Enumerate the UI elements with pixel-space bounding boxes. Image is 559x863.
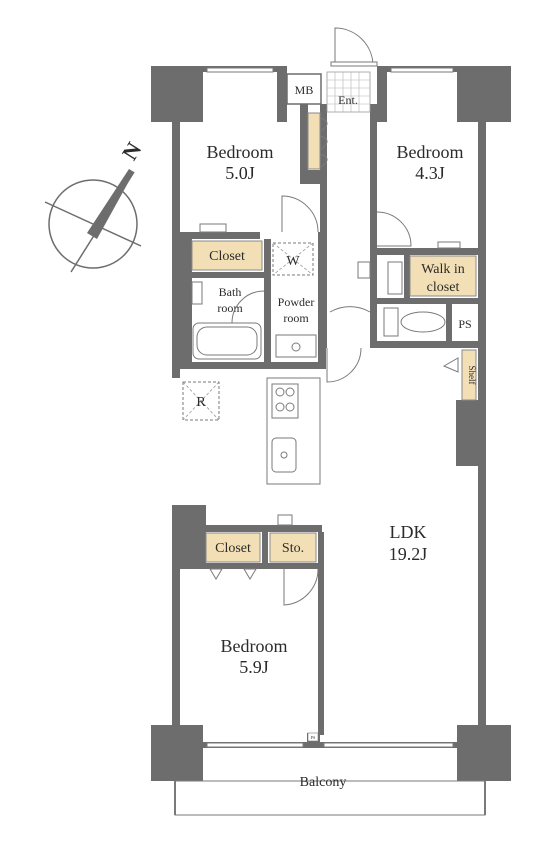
toilet-tank bbox=[383, 307, 399, 337]
bedroom-ne: Bedroom 4.3J bbox=[376, 142, 464, 249]
powder-label-1: Powder bbox=[278, 295, 315, 309]
toilet-room bbox=[383, 307, 446, 337]
bedroom-s-door bbox=[283, 568, 319, 606]
ldk-name: LDK bbox=[390, 522, 427, 542]
bedroom-s: Bedroom 5.9J bbox=[221, 568, 319, 677]
balcony-label: Balcony bbox=[300, 775, 347, 790]
north-label: N bbox=[117, 138, 147, 165]
fridge-label: R bbox=[196, 395, 206, 410]
wic-label-1: Walk in bbox=[421, 262, 465, 277]
bedroom-nw-name: Bedroom bbox=[207, 142, 274, 162]
ldk: LDK 19.2J bbox=[389, 522, 428, 564]
storage: Sto. bbox=[269, 514, 317, 563]
closet-top-label: Closet bbox=[209, 249, 245, 264]
ldk-size: 19.2J bbox=[389, 544, 428, 564]
kitchen-sink bbox=[271, 437, 297, 473]
bedroom-ne-size: 4.3J bbox=[415, 163, 445, 183]
bedroom-ne-wic-door bbox=[437, 241, 461, 249]
entrance-label: Ent. bbox=[338, 93, 358, 107]
bedroom-nw-door bbox=[281, 195, 319, 233]
wic-label-2: closet bbox=[427, 280, 460, 295]
washer-label: W bbox=[286, 254, 300, 269]
stove bbox=[271, 383, 299, 419]
balcony: Balcony bbox=[174, 775, 486, 816]
north-compass-icon: N bbox=[44, 138, 147, 273]
storage-label: Sto. bbox=[282, 541, 304, 556]
pipe-space-small: PS bbox=[307, 732, 319, 742]
vanity-sink bbox=[275, 334, 317, 358]
bedroom-ne-name: Bedroom bbox=[397, 142, 464, 162]
interior-walls bbox=[180, 104, 478, 735]
corridor-doors bbox=[326, 261, 371, 383]
windows bbox=[206, 67, 454, 748]
shelf-label: Shelf bbox=[467, 366, 477, 385]
bath-label-1: Bath bbox=[219, 285, 242, 299]
bedroom-ne-door bbox=[376, 211, 412, 247]
bathtub bbox=[192, 322, 262, 360]
bedroom-nw: Bedroom 5.0J bbox=[199, 142, 319, 233]
shoe-cabinet bbox=[307, 112, 328, 170]
shelf: Shelf bbox=[442, 349, 477, 401]
bedroom-nw-closet-door bbox=[199, 223, 227, 233]
powder-room: Powder room bbox=[275, 295, 317, 358]
walk-in-closet: Walk in closet bbox=[387, 255, 477, 297]
bath-door bbox=[231, 290, 265, 324]
pipe-space: PS bbox=[452, 304, 478, 341]
exterior-walls bbox=[151, 66, 511, 781]
bathroom: Bath room bbox=[191, 281, 265, 360]
entrance-door bbox=[330, 27, 378, 67]
bedroom-nw-size: 5.0J bbox=[225, 163, 255, 183]
fridge-space: R bbox=[182, 381, 220, 421]
closet-bottom-label: Closet bbox=[215, 541, 251, 556]
bedroom-s-name: Bedroom bbox=[221, 636, 288, 656]
ps-label: PS bbox=[458, 317, 471, 331]
closet-bottom: Closet bbox=[205, 532, 261, 580]
ps-small-label: PS bbox=[311, 735, 315, 740]
kitchen-counter bbox=[266, 377, 321, 485]
toilet-bowl bbox=[400, 311, 446, 333]
washer-space: W bbox=[272, 242, 314, 276]
powder-label-2: room bbox=[283, 311, 309, 325]
mb-label: MB bbox=[295, 83, 314, 97]
genkan-tile bbox=[326, 71, 371, 113]
bath-label-2: room bbox=[217, 301, 243, 315]
bath-fixture bbox=[191, 281, 203, 305]
closet-top: Closet bbox=[191, 240, 263, 271]
meter-box: MB bbox=[286, 73, 322, 105]
bedroom-s-size: 5.9J bbox=[239, 657, 269, 677]
